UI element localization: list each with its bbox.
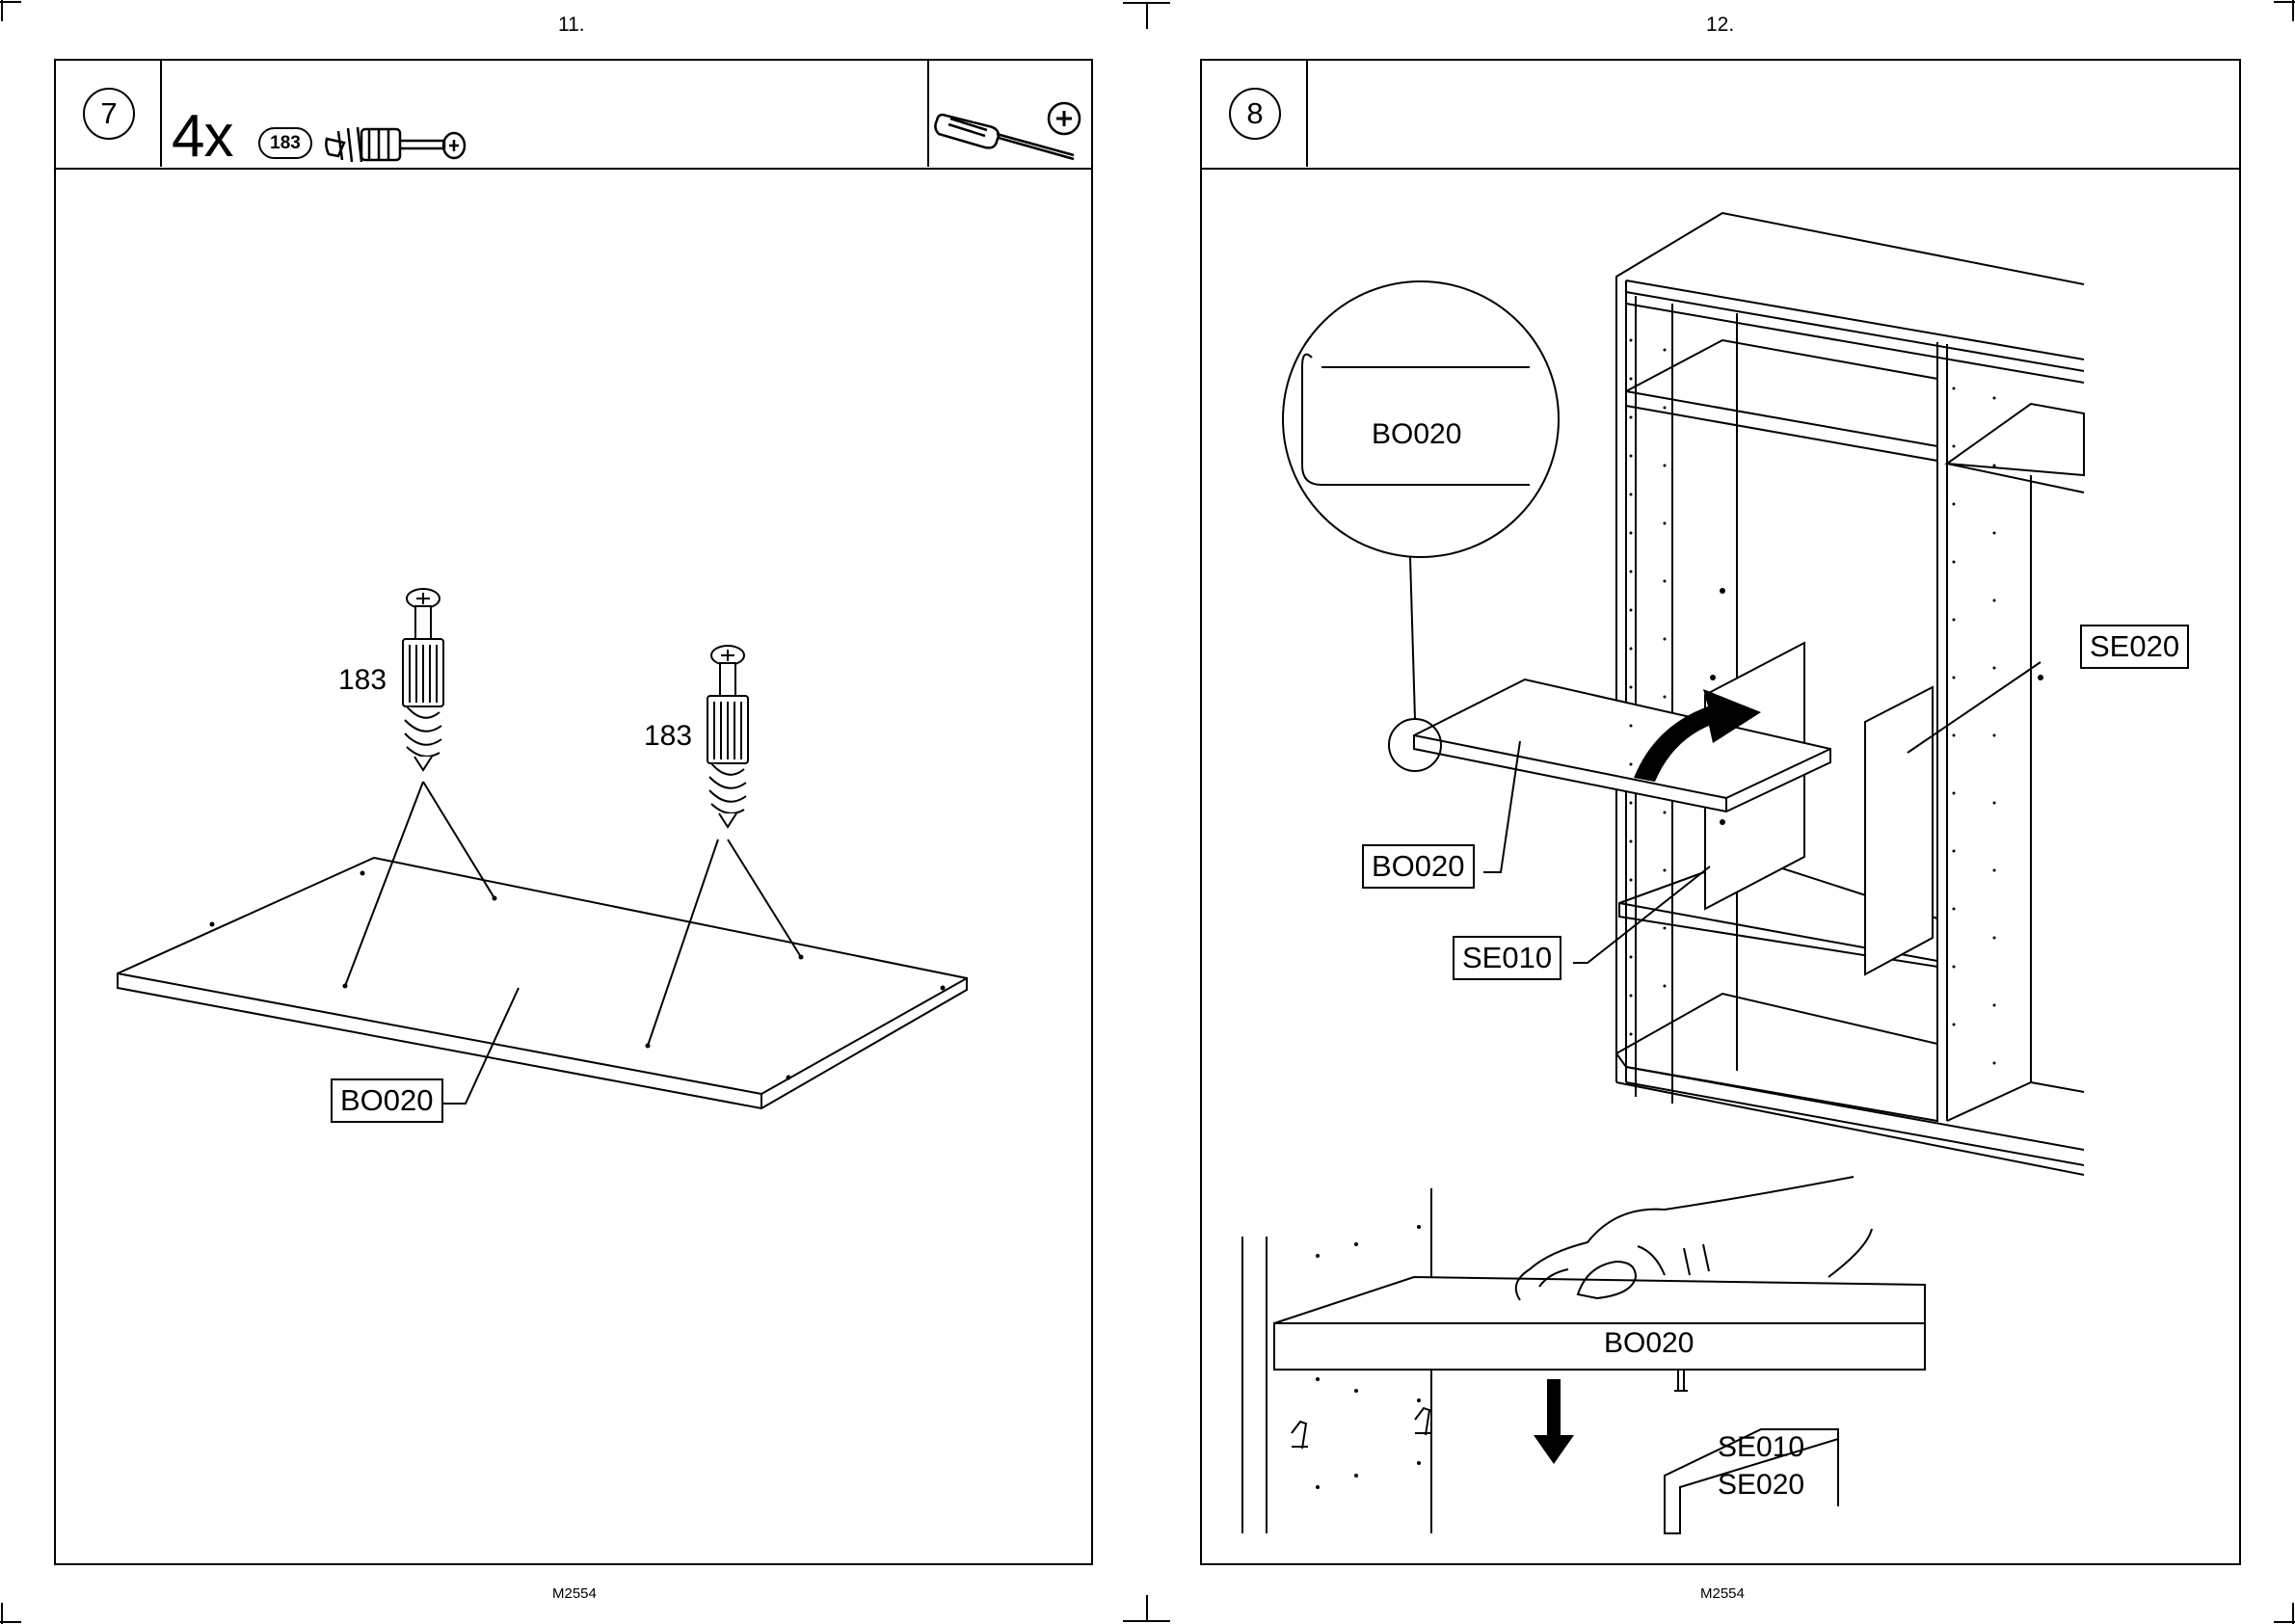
part-tag-se020: SE020 (2080, 625, 2189, 669)
step-8-illustration (1202, 61, 2243, 1567)
panel-bo020 (118, 858, 967, 1108)
part-tag-se010: SE010 (1453, 936, 1561, 980)
detail-label-se010: SE010 (1718, 1432, 1804, 1463)
bolt-label-right: 183 (644, 721, 692, 752)
part-tag-bo020: BO020 (331, 1078, 443, 1123)
footer-code-right: M2554 (1700, 1585, 1745, 1602)
part-tag-bo020: BO020 (1362, 844, 1475, 889)
divider-se020 (1865, 687, 1933, 974)
footer-code-left: M2554 (552, 1585, 597, 1602)
zoom-label-bo020: BO020 (1372, 419, 1461, 450)
down-arrow-icon (1534, 1379, 1574, 1464)
cam-bolt-right (707, 646, 748, 827)
page-number-left: 11. (558, 13, 585, 37)
step-7-illustration (56, 61, 1095, 1567)
detail-label-se020: SE020 (1718, 1470, 1804, 1501)
step-7-panel: 7 4x 183 (54, 59, 1093, 1565)
detail-view (1242, 1177, 1925, 1533)
bolt-label-left: 183 (338, 665, 387, 696)
wardrobe-carcass (1616, 213, 2084, 1175)
cam-bolt-left (403, 589, 443, 770)
detail-label-bo020: BO020 (1604, 1328, 1694, 1359)
step-8-panel: 8 (1200, 59, 2241, 1565)
page-number-right: 12. (1706, 13, 1734, 37)
